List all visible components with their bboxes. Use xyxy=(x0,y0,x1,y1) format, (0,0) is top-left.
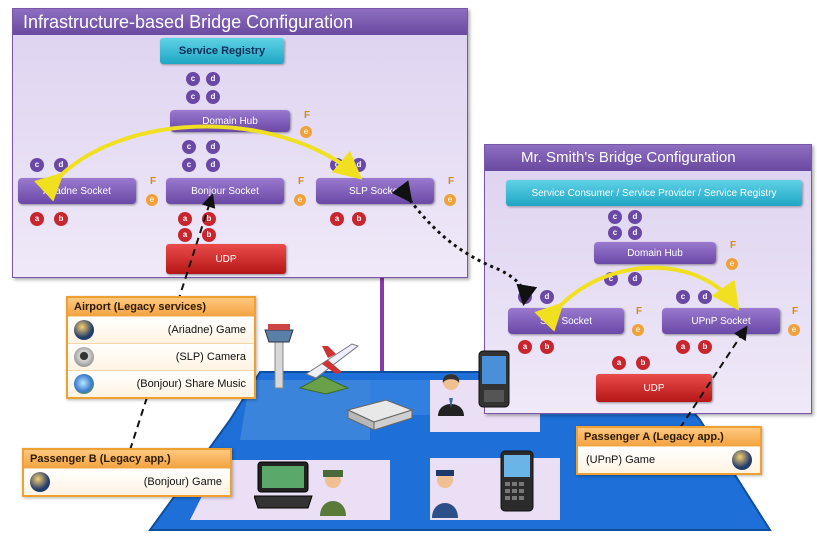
port-d: d xyxy=(540,290,554,304)
ariadne-socket: Ariadne Socket xyxy=(18,178,136,204)
airport-item-label: (SLP) Camera xyxy=(175,351,246,363)
slp-socket: SLP Socket xyxy=(316,178,434,204)
smartphone-icon xyxy=(500,450,534,512)
control-tower-icon xyxy=(264,324,294,389)
port-d: d xyxy=(206,90,220,104)
port-a: a xyxy=(612,356,626,370)
passenger-b-title: Passenger B (Legacy app.) xyxy=(24,450,230,468)
laptop-icon xyxy=(254,461,313,509)
passenger-a-title: Passenger A (Legacy app.) xyxy=(578,428,760,446)
port-f: F xyxy=(730,240,737,251)
port-a: a xyxy=(518,340,532,354)
smith-title: Mr. Smith's Bridge Configuration xyxy=(485,145,811,171)
port-d: d xyxy=(206,158,220,172)
port-e: e xyxy=(146,194,158,206)
service-registry: Service Registry xyxy=(160,38,284,64)
passenger-a-card: Passenger A (Legacy app.) (UPnP) Game xyxy=(576,426,762,475)
port-b: b xyxy=(352,212,366,226)
port-b: b xyxy=(54,212,68,226)
airport-title: Airport (Legacy services) xyxy=(68,298,254,316)
port-d: d xyxy=(628,210,642,224)
port-f: F xyxy=(304,110,311,121)
port-c: c xyxy=(604,272,618,286)
port-b: b xyxy=(540,340,554,354)
game-controller-icon xyxy=(732,450,752,470)
port-d: d xyxy=(628,226,642,240)
port-d: d xyxy=(628,272,642,286)
port-b: b xyxy=(698,340,712,354)
passenger-a-item-label: (UPnP) Game xyxy=(586,454,656,466)
port-f: F xyxy=(636,306,643,317)
port-f: F xyxy=(792,306,799,317)
airport-card: Airport (Legacy services) (Ariadne) Game… xyxy=(66,296,256,399)
port-c: c xyxy=(676,290,690,304)
passenger-b-item-label: (Bonjour) Game xyxy=(143,476,222,488)
passenger-b-item: (Bonjour) Game xyxy=(24,468,230,495)
airport-item-label: (Ariadne) Game xyxy=(167,324,246,336)
port-c: c xyxy=(30,158,44,172)
room-left-top xyxy=(240,380,370,440)
port-a: a xyxy=(30,212,44,226)
port-f: F xyxy=(448,176,455,187)
infra-link-line xyxy=(380,276,384,372)
game-controller-icon xyxy=(74,320,94,340)
port-a: a xyxy=(178,212,192,226)
passenger-a-item: (UPnP) Game xyxy=(578,446,760,473)
port-c: c xyxy=(608,226,622,240)
airport-item-music: (Bonjour) Share Music xyxy=(68,370,254,397)
port-c: c xyxy=(608,210,622,224)
port-c: c xyxy=(182,158,196,172)
infra-title: Infrastructure-based Bridge Configuratio… xyxy=(13,9,467,35)
port-f: F xyxy=(298,176,305,187)
port-c: c xyxy=(186,90,200,104)
airplane-icon xyxy=(298,343,360,395)
domain-hub: Domain Hub xyxy=(170,110,290,132)
router-icon xyxy=(346,399,414,431)
passenger-b-card: Passenger B (Legacy app.) (Bonjour) Game xyxy=(22,448,232,497)
port-e: e xyxy=(300,126,312,138)
port-a: a xyxy=(330,212,344,226)
port-c: c xyxy=(182,140,196,154)
smith-upnp-socket: UPnP Socket xyxy=(662,308,780,334)
port-d: d xyxy=(698,290,712,304)
port-e: e xyxy=(444,194,456,206)
port-c: c xyxy=(330,158,344,172)
port-f: F xyxy=(150,176,157,187)
airport-item-label: (Bonjour) Share Music xyxy=(136,378,246,390)
pilot-icon xyxy=(432,470,458,518)
udp-infra: UDP xyxy=(166,244,286,274)
soldier-icon xyxy=(320,470,346,516)
port-e: e xyxy=(294,194,306,206)
airport-item-game: (Ariadne) Game xyxy=(68,316,254,343)
port-b: b xyxy=(636,356,650,370)
port-d: d xyxy=(206,72,220,86)
port-c: c xyxy=(518,290,532,304)
service-consumer-provider-registry: Service Consumer / Service Provider / Se… xyxy=(506,180,802,206)
pda-icon xyxy=(478,350,510,408)
port-c: c xyxy=(186,72,200,86)
music-share-icon xyxy=(74,374,94,394)
person-icon xyxy=(438,374,464,416)
game-controller-icon xyxy=(30,472,50,492)
port-a: a xyxy=(676,340,690,354)
smith-slp-socket: SLP Socket xyxy=(508,308,624,334)
port-d: d xyxy=(206,140,220,154)
port-a: a xyxy=(178,228,192,242)
port-e: e xyxy=(726,258,738,270)
port-b: b xyxy=(202,212,216,226)
port-b: b xyxy=(202,228,216,242)
smith-domain-hub: Domain Hub xyxy=(594,242,716,264)
port-e: e xyxy=(632,324,644,336)
airport-item-camera: (SLP) Camera xyxy=(68,343,254,370)
webcam-icon xyxy=(74,347,94,367)
udp-smith: UDP xyxy=(596,374,712,402)
port-e: e xyxy=(788,324,800,336)
port-d: d xyxy=(54,158,68,172)
port-d: d xyxy=(352,158,366,172)
bonjour-socket: Bonjour Socket xyxy=(166,178,284,204)
